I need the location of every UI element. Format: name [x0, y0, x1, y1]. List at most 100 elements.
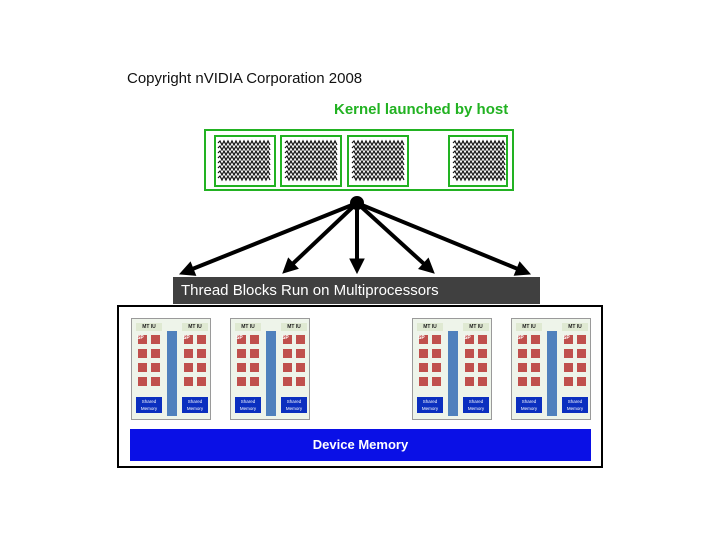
sp-core: [564, 363, 573, 372]
sp-core: [237, 363, 246, 372]
sp-label: SP: [464, 335, 471, 341]
warp-line: [284, 174, 338, 182]
warp-line: [452, 174, 506, 182]
sp-core: [432, 335, 441, 344]
warp-line: [351, 149, 405, 157]
sp-label: SP: [517, 335, 524, 341]
mtiu-label: MT IU: [182, 323, 208, 331]
warp-line: [284, 154, 338, 162]
sp-core: [197, 335, 206, 344]
sp-core: [419, 377, 428, 386]
sp-core: [197, 377, 206, 386]
warp-line: [452, 144, 506, 152]
warp-line: [284, 164, 338, 172]
warp-line: [217, 154, 271, 162]
arrow-line: [192, 201, 358, 271]
kernel-label: Kernel launched by host: [334, 101, 509, 118]
sp-core: [419, 363, 428, 372]
mtiu-label: MT IU: [281, 323, 307, 331]
sp-core: [151, 349, 160, 358]
shared-memory: Shared Memory: [136, 397, 162, 413]
sp-core: [419, 349, 428, 358]
mp-column: MT IU SP Shared Memory: [136, 323, 162, 415]
sp-core: [296, 335, 305, 344]
copyright-text: Copyright nVIDIA Corporation 2008: [127, 70, 363, 87]
shared-memory: Shared Memory: [281, 397, 307, 413]
arrow-head: [513, 261, 532, 276]
warp-line: [217, 169, 271, 177]
arrow-line: [356, 201, 518, 271]
mp-column: MT IU SP Shared Memory: [463, 323, 489, 415]
launch-arrows: [178, 196, 532, 276]
sp-core: [478, 377, 487, 386]
mp-bar: [266, 331, 276, 416]
sp-core: [577, 377, 586, 386]
shared-memory: Shared Memory: [562, 397, 588, 413]
mtiu-label: MT IU: [516, 323, 542, 331]
sp-core: [296, 349, 305, 358]
warp-line: [351, 169, 405, 177]
sp-core: [197, 363, 206, 372]
sp-core: [283, 377, 292, 386]
sp-core: [296, 363, 305, 372]
sp-core: [518, 363, 527, 372]
sp-core: [250, 377, 259, 386]
device-frame: [117, 305, 603, 468]
sp-core: [564, 335, 573, 344]
warp-line: [217, 149, 271, 157]
mp-bar: [167, 331, 177, 416]
sp-core: [283, 335, 292, 344]
sp-core: [531, 349, 540, 358]
sp-core: [465, 377, 474, 386]
sp-core: [283, 349, 292, 358]
warp-line: [284, 144, 338, 152]
sp-core: [237, 335, 246, 344]
sp-core: [518, 349, 527, 358]
sp-label: SP: [137, 335, 144, 341]
sp-core: [184, 363, 193, 372]
sp-core: [184, 349, 193, 358]
warp-line: [351, 144, 405, 152]
sp-core: [531, 335, 540, 344]
warp-line: [284, 149, 338, 157]
warp-line: [284, 139, 338, 147]
arrow-line: [291, 201, 359, 265]
sp-core: [478, 349, 487, 358]
warp-line: [217, 164, 271, 172]
mtiu-label: MT IU: [136, 323, 162, 331]
sp-core: [197, 349, 206, 358]
mtiu-label: MT IU: [562, 323, 588, 331]
warp-line: [452, 159, 506, 167]
arrow-head: [178, 261, 197, 276]
mtiu-label: MT IU: [417, 323, 443, 331]
sp-label: SP: [183, 335, 190, 341]
sp-core: [250, 363, 259, 372]
warp-squiggles: [217, 139, 506, 182]
warp-line: [452, 169, 506, 177]
sp-core: [283, 363, 292, 372]
sp-core: [138, 335, 147, 344]
shared-memory: Shared Memory: [463, 397, 489, 413]
warp-line: [351, 154, 405, 162]
sp-core: [151, 335, 160, 344]
sp-core: [296, 377, 305, 386]
device-memory: Device Memory: [130, 429, 591, 461]
shared-memory: Shared Memory: [235, 397, 261, 413]
sp-core: [237, 377, 246, 386]
warp-line: [351, 164, 405, 172]
sp-core: [250, 335, 259, 344]
sp-core: [478, 363, 487, 372]
sp-core: [184, 377, 193, 386]
mp-bar: [448, 331, 458, 416]
sp-core: [564, 349, 573, 358]
sp-core: [564, 377, 573, 386]
warp-line: [284, 169, 338, 177]
warp-line: [217, 144, 271, 152]
sp-core: [432, 349, 441, 358]
mtiu-label: MT IU: [463, 323, 489, 331]
sp-core: [432, 377, 441, 386]
